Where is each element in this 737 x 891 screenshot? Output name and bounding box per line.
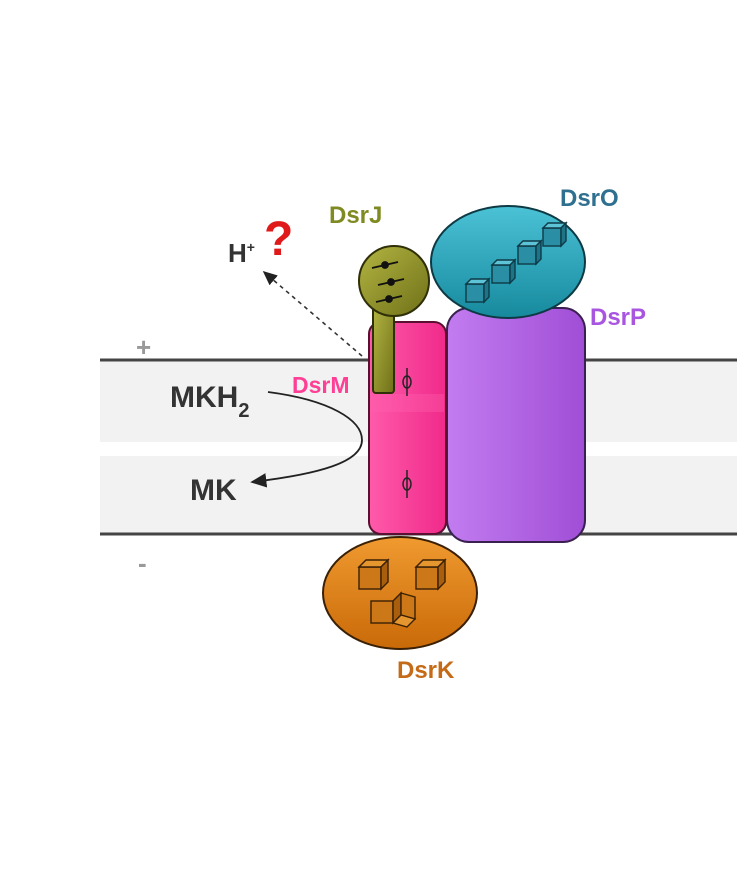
question-mark: ? xyxy=(264,213,293,266)
dsrk-subunit xyxy=(322,536,478,650)
dsrp-subunit xyxy=(446,307,586,543)
proton-release-arrow xyxy=(262,270,363,357)
mkh2-label: MKH2 xyxy=(170,381,249,422)
dsrp-label: DsrP xyxy=(590,304,646,331)
positive-side-sign: + xyxy=(136,332,151,362)
dsrm-highlight xyxy=(371,394,444,412)
dsrk-label: DsrK xyxy=(397,657,455,684)
dsrj-subunit xyxy=(358,245,430,394)
dsro-label: DsrO xyxy=(560,185,619,212)
dsrj-stalk xyxy=(372,304,395,394)
proton-label: H+ xyxy=(228,238,255,268)
heme-b-lower-icon xyxy=(402,470,412,498)
dsrj-label: DsrJ xyxy=(329,202,382,229)
mkh2-to-mk-arrow xyxy=(250,391,363,488)
dsro-subunit xyxy=(430,205,586,319)
dsrm-label: DsrM xyxy=(292,372,350,398)
negative-side-sign: - xyxy=(138,548,147,578)
heme-b-upper-icon xyxy=(402,368,412,396)
heme-c-icon xyxy=(371,261,405,303)
dsrk-body xyxy=(322,536,478,650)
mk-label: MK xyxy=(190,474,237,507)
fes-cluster-icon xyxy=(357,558,447,628)
fes-cluster-chain-icon xyxy=(464,221,568,304)
